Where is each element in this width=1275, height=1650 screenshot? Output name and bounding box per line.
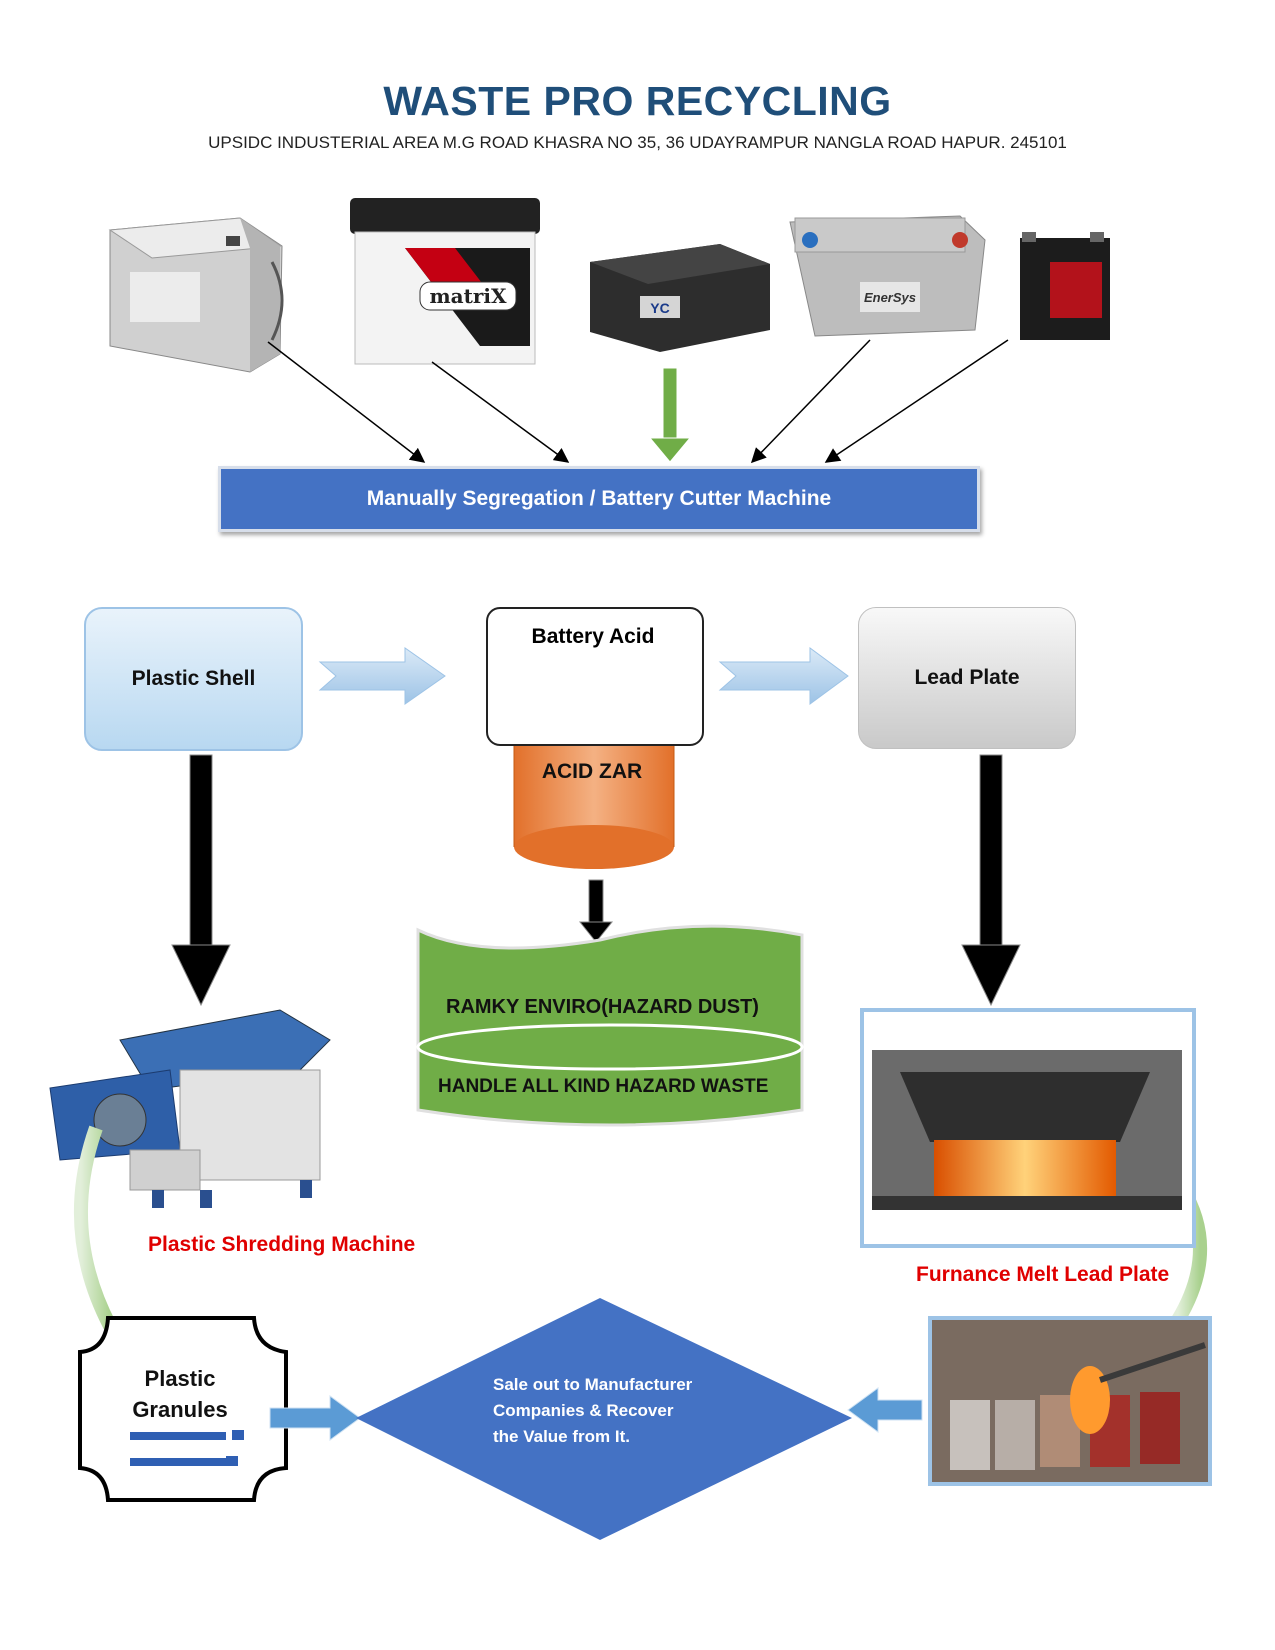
sale-diamond bbox=[356, 1298, 852, 1540]
furnace-label: Furnance Melt Lead Plate bbox=[916, 1263, 1170, 1286]
enersys-brand-text: EnerSys bbox=[864, 290, 916, 305]
arrow-battery4 bbox=[750, 339, 871, 464]
arrow-shell-down bbox=[171, 754, 231, 1007]
arrow-battery3-green bbox=[648, 367, 692, 463]
sale-label: Sale out to Manufacturer Companies & Rec… bbox=[493, 1372, 692, 1450]
battery-enersys-image: EnerSys bbox=[789, 215, 986, 337]
granules-line1: Plastic bbox=[144, 1366, 216, 1391]
sale-line2: Companies & Recover bbox=[493, 1401, 674, 1420]
matrix-brand-text: matriX bbox=[429, 284, 506, 308]
battery-acid-label: Battery Acid bbox=[531, 625, 655, 648]
arrow-shell-to-acid bbox=[318, 647, 446, 705]
plastic-shell-node: Plastic Shell bbox=[84, 607, 303, 751]
battery-red-image bbox=[1020, 232, 1110, 340]
arrow-battery5 bbox=[824, 339, 1009, 463]
ramky-label: RAMKY ENVIRO(HAZARD DUST) bbox=[446, 996, 759, 1018]
furnace-image bbox=[860, 1008, 1196, 1248]
connector-shredder-granules bbox=[73, 1125, 117, 1330]
acid-zar-label: ACID ZAR bbox=[541, 760, 643, 783]
lead-plate-label: Lead Plate bbox=[914, 666, 1020, 689]
arrow-acid-to-lead bbox=[718, 647, 849, 705]
battery-gray-image bbox=[108, 217, 284, 373]
arrow-lead-down bbox=[961, 754, 1021, 1007]
battery-matrix-image: matriX bbox=[350, 198, 540, 365]
granules-plaque bbox=[78, 1316, 288, 1502]
hazard-handle-label: HANDLE ALL KIND HAZARD WASTE bbox=[438, 1076, 769, 1097]
yc-brand-text: YC bbox=[650, 300, 669, 316]
battery-acid-node bbox=[486, 607, 704, 746]
plastic-shell-label: Plastic Shell bbox=[131, 667, 256, 690]
segregation-label: Manually Segregation / Battery Cutter Ma… bbox=[366, 487, 832, 510]
arrow-acid-down bbox=[578, 879, 614, 943]
shredding-machine-label: Plastic Shredding Machine bbox=[148, 1233, 416, 1256]
segregation-bar: Manually Segregation / Battery Cutter Ma… bbox=[218, 466, 980, 532]
address-line: UPSIDC INDUSTERIAL AREA M.G ROAD KHASRA … bbox=[208, 133, 1067, 152]
ramky-storage-shape bbox=[416, 924, 804, 1127]
granules-label: Plastic Granules bbox=[120, 1363, 240, 1425]
arrow-ingots-to-sale bbox=[847, 1387, 923, 1433]
granules-line2: Granules bbox=[132, 1397, 228, 1422]
lead-plate-node: Lead Plate bbox=[858, 607, 1076, 749]
shredding-machine-image bbox=[49, 1009, 331, 1208]
arrow-granules-to-sale bbox=[269, 1395, 361, 1441]
sale-line1: Sale out to Manufacturer bbox=[493, 1375, 693, 1394]
battery-yc-image: YC bbox=[590, 244, 770, 352]
page-title: WASTE PRO RECYCLING bbox=[383, 78, 892, 124]
lead-ingots-image bbox=[928, 1316, 1212, 1486]
sale-line3: the Value from It. bbox=[493, 1427, 630, 1446]
arrow-battery2 bbox=[431, 361, 570, 463]
arrow-battery1 bbox=[267, 341, 426, 463]
